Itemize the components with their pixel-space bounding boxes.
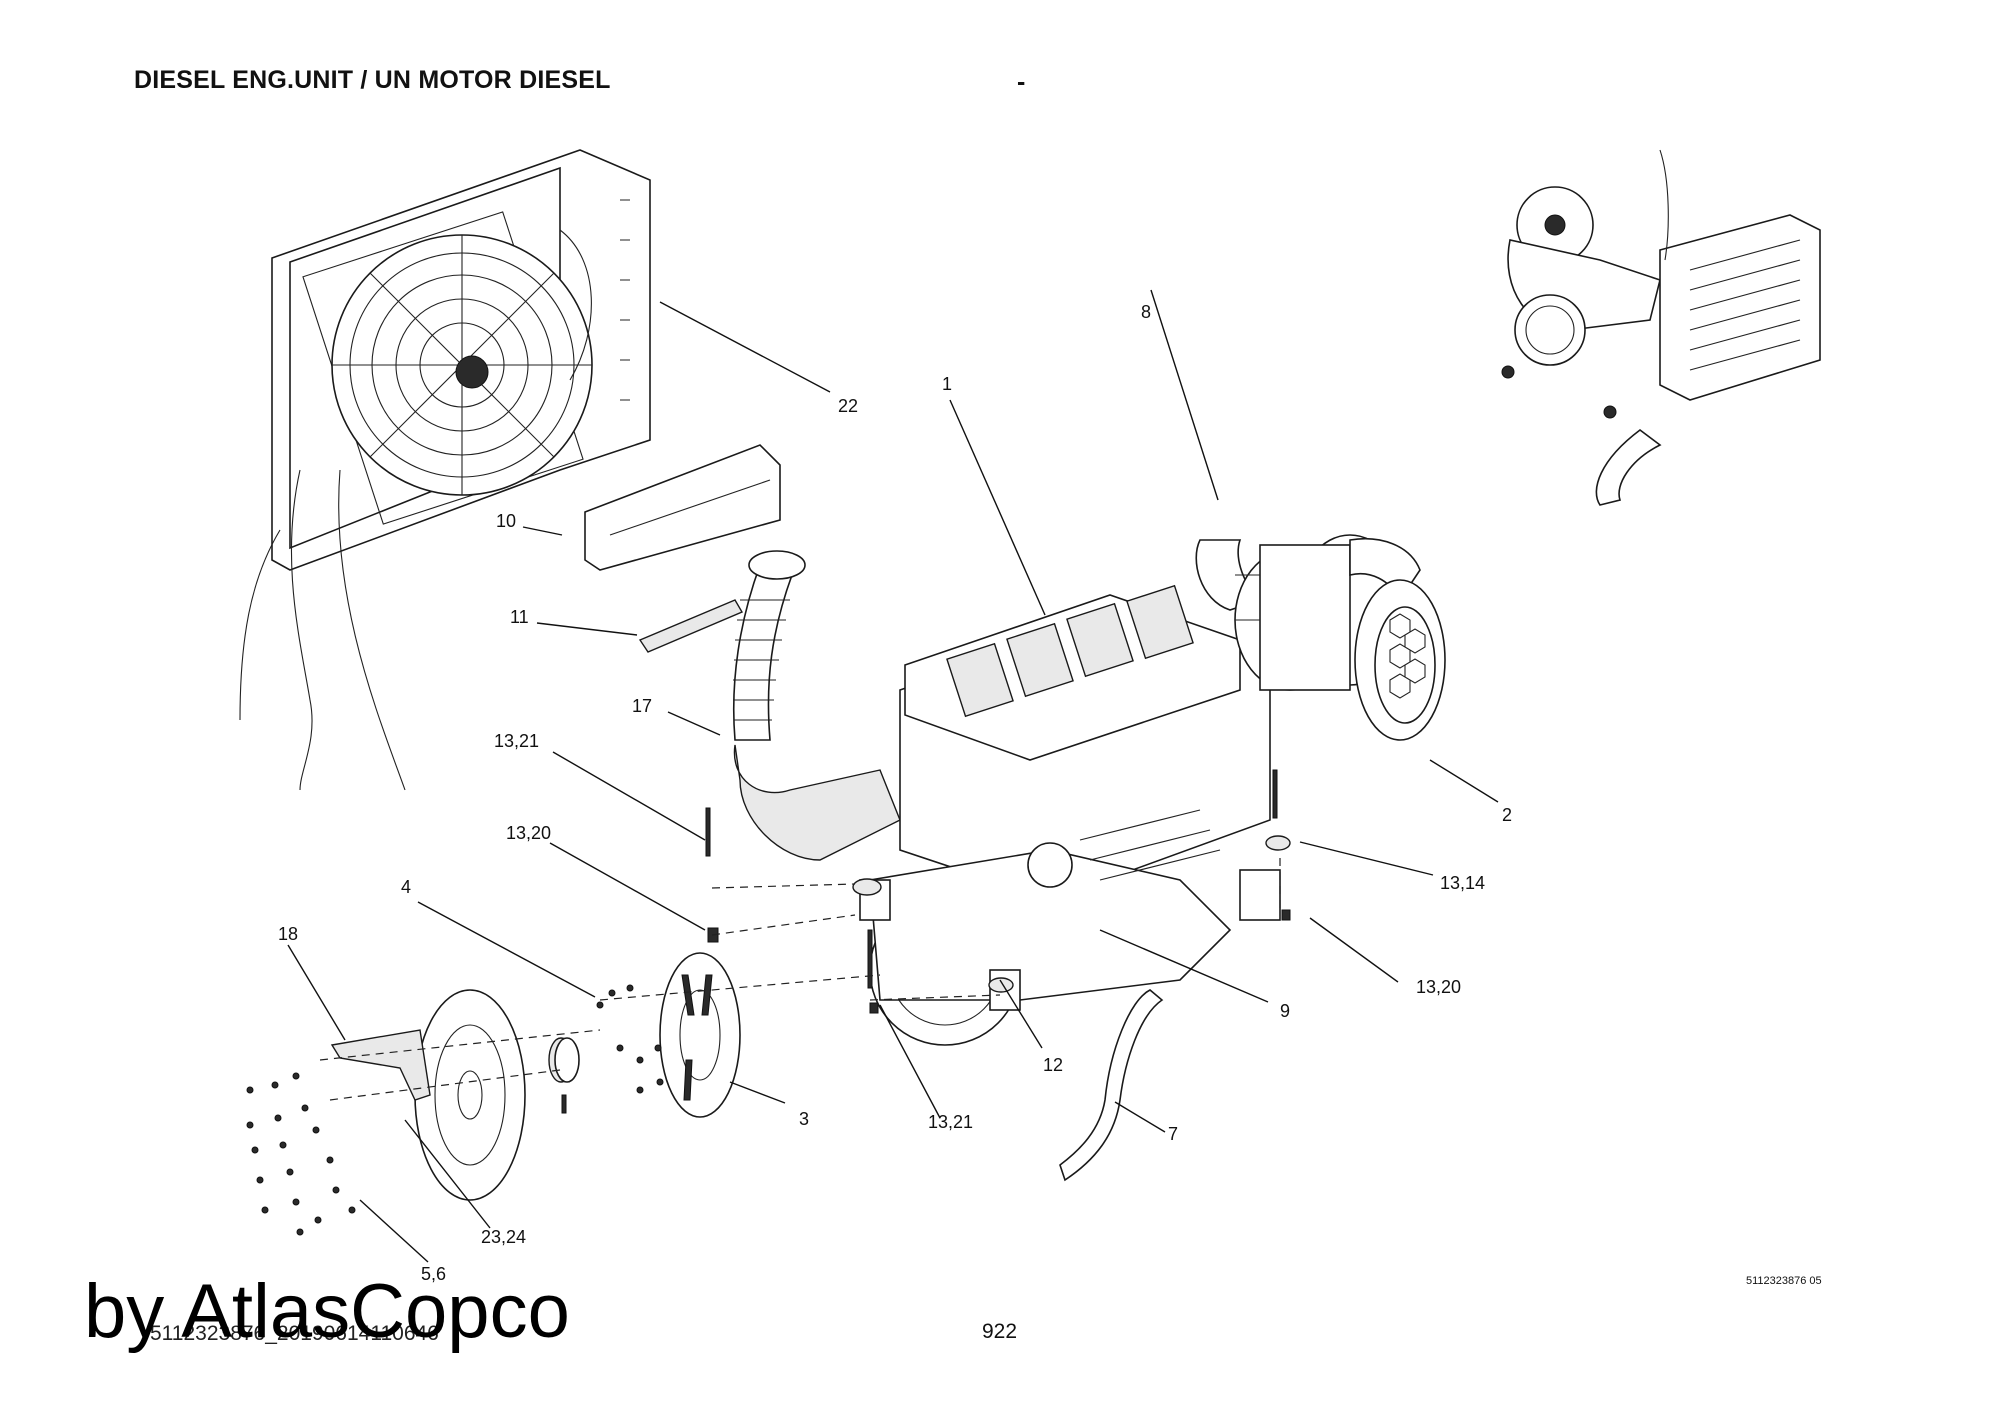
coupling-disc (659, 952, 741, 1118)
callout-13-20-left: 13,20 (506, 823, 552, 843)
callout-13-21-upper: 13,21 (494, 731, 540, 751)
coupling-gear (548, 1037, 580, 1083)
flywheel-flange (414, 989, 526, 1201)
callout-13-20-right: 13,20 (1416, 977, 1462, 997)
callout-22: 22 (838, 396, 859, 416)
support-bracket (638, 599, 744, 653)
fastener-set (246, 769, 1278, 1236)
callout-23-24: 23,24 (481, 1227, 527, 1247)
leader-lines (287, 289, 1499, 1263)
callout-13-14: 13,14 (1440, 873, 1486, 893)
callout-8: 8 (1141, 302, 1152, 322)
drain-hose (1059, 989, 1164, 1182)
callout-3: 3 (799, 1109, 810, 1129)
intake-hose (732, 550, 901, 861)
callout-9: 9 (1280, 1001, 1291, 1021)
title-dash: - (1017, 68, 1026, 96)
callout-17: 17 (632, 696, 653, 716)
callout-2: 2 (1502, 805, 1513, 825)
page-number: 922 (982, 1320, 1018, 1343)
watermark-text: by AtlasCopco (84, 1269, 570, 1354)
callout-18: 18 (278, 924, 299, 944)
callout-4: 4 (401, 877, 412, 897)
callout-12: 12 (1043, 1055, 1064, 1075)
callout-5-6: 5,6 (421, 1264, 447, 1284)
assembly-dash-lines (319, 858, 1281, 1101)
drawing-number: 5112323876 05 (1746, 1275, 1822, 1287)
cover-plate (1354, 579, 1446, 741)
callout-13-21-lower: 13,21 (928, 1112, 974, 1132)
overview-thumbnail (1501, 149, 1821, 506)
guard-plate (330, 1029, 431, 1101)
engine-block (859, 584, 1281, 1046)
page-title: DIESEL ENG.UNIT / UN MOTOR DIESEL (134, 66, 611, 94)
callout-10: 10 (496, 511, 517, 531)
radiator-fan-assembly (239, 149, 651, 791)
file-code: 5112323876_20190614110646 (150, 1322, 439, 1345)
baffle-plate (584, 444, 781, 571)
callout-11: 11 (510, 607, 529, 627)
callout-1: 1 (942, 374, 953, 394)
callout-7: 7 (1168, 1124, 1179, 1144)
